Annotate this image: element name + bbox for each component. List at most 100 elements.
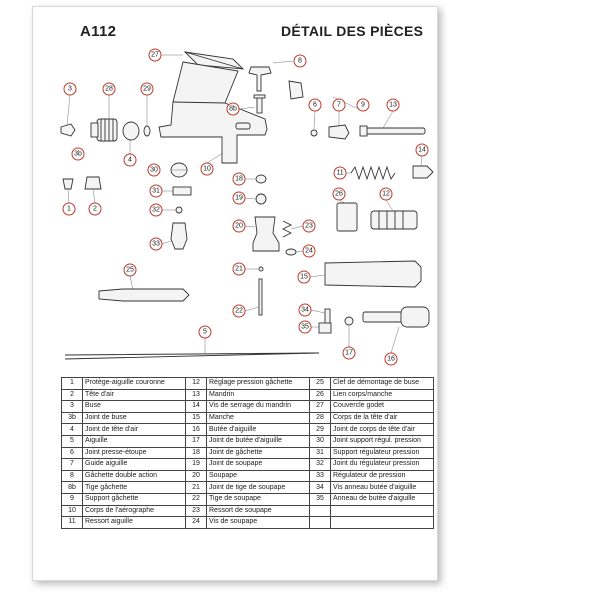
legend-part-number: 21 <box>185 481 207 494</box>
legend-part-number: 7 <box>61 458 83 471</box>
callout-label: 23 <box>305 223 313 230</box>
legend-part-number <box>309 516 331 529</box>
callout-3b: 3b <box>71 147 85 161</box>
legend-part-number: 17 <box>185 434 207 448</box>
legend-part-name: Buse <box>82 400 186 413</box>
legend-part-number: 2 <box>61 388 83 402</box>
legend-part-number: 13 <box>185 388 207 402</box>
callout-circle <box>379 187 393 201</box>
part-body-handle-link <box>336 202 358 232</box>
legend-part-name: Joint du régulateur pression <box>330 458 434 471</box>
callout-22: 22 <box>232 304 246 318</box>
callout-circle <box>88 202 102 216</box>
callout-circle <box>232 191 246 205</box>
callout-label: 21 <box>235 266 243 273</box>
legend-part-name: Corps de l'aérographe <box>82 504 186 518</box>
callout-34: 34 <box>298 303 312 317</box>
callout-circle <box>415 143 429 157</box>
callout-label: 9 <box>361 102 365 109</box>
part-valve-rod <box>258 278 263 316</box>
callout-4: 4 <box>123 153 137 167</box>
callout-label: 13 <box>389 102 397 109</box>
callout-18: 18 <box>232 172 246 186</box>
callout-23: 23 <box>302 219 316 233</box>
callout-21: 21 <box>232 262 246 276</box>
callout-3: 3 <box>63 82 77 96</box>
part-chuck-screw <box>412 165 434 179</box>
legend-part-number: 9 <box>61 492 83 506</box>
legend-part-name: Support gâchette <box>82 492 186 506</box>
callout-label: 25 <box>126 267 134 274</box>
callout-circle <box>297 270 311 284</box>
legend-part-number: 23 <box>185 504 207 518</box>
callout-label: 32 <box>152 207 160 214</box>
legend-part-number: 32 <box>309 458 331 471</box>
part-valve <box>252 216 280 252</box>
part-air-head-body-seal <box>143 125 151 137</box>
part-airbrush-body <box>158 61 268 164</box>
callout-label: 1 <box>67 206 71 213</box>
callout-label: 6 <box>313 102 317 109</box>
part-valve-spring <box>281 220 293 238</box>
legend-part-number: 10 <box>61 504 83 518</box>
callout-circle <box>232 172 246 186</box>
callout-26: 26 <box>332 187 346 201</box>
part-valve-seal <box>255 193 267 205</box>
legend-part-number: 24 <box>185 516 207 529</box>
legend-part-name <box>330 516 434 529</box>
callout-label: 18 <box>235 176 243 183</box>
legend-part-number: 5 <box>61 434 83 448</box>
callout-2: 2 <box>88 202 102 216</box>
callout-circle <box>384 352 398 366</box>
callout-label: 3b <box>74 151 82 158</box>
callout-circle <box>342 346 356 360</box>
legend-part-name: Tige gâchette <box>82 481 186 494</box>
legend-part-number: 16 <box>185 423 207 436</box>
legend-part-number: 22 <box>185 492 207 506</box>
callout-label: 31 <box>152 188 160 195</box>
exploded-parts-diagram: 27 8 3 28 29 8b 6 7 9 13 3b 4 10 30 18 1… <box>60 48 434 366</box>
callout-27: 27 <box>148 48 162 62</box>
callout-circle <box>102 82 116 96</box>
legend-part-name: Ressort aiguille <box>82 516 186 529</box>
callout-8: 8 <box>293 54 307 68</box>
part-chuck <box>359 125 426 137</box>
legend-part-number: 28 <box>309 411 331 425</box>
callout-33: 33 <box>149 237 163 251</box>
legend-part-name: Joint de soupape <box>206 458 310 471</box>
callout-label: 17 <box>345 350 353 357</box>
legend-part-name: Guide aiguille <box>82 458 186 471</box>
parts-sheet: A112 DÉTAIL DES PIÈCES <box>32 6 438 581</box>
callout-circle <box>386 98 400 112</box>
legend-part-name: Joint de buse <box>82 411 186 425</box>
part-pressure-regulator <box>170 222 188 250</box>
callout-label: 8 <box>298 58 302 65</box>
leader-lines <box>66 54 423 354</box>
callout-circle <box>71 147 85 161</box>
callout-circle <box>123 153 137 167</box>
legend-part-name: Joint de tête d'air <box>82 423 186 436</box>
legend-part-name: Régulateur de pression <box>330 469 434 483</box>
callout-10: 10 <box>200 162 214 176</box>
callout-circle <box>232 304 246 318</box>
callout-label: 15 <box>300 274 308 281</box>
callout-5: 5 <box>198 325 212 339</box>
callout-circle <box>200 162 214 176</box>
legend-part-name: Réglage pression gâchette <box>206 377 310 390</box>
legend-part-name: Joint presse-étoupe <box>82 446 186 460</box>
legend-part-number: 18 <box>185 446 207 460</box>
legend-part-number: 12 <box>185 377 207 390</box>
callout-label: 11 <box>336 170 343 177</box>
callout-label: 7 <box>337 102 341 109</box>
callout-label: 35 <box>301 324 309 331</box>
legend-part-name: Protège-aiguille couronne <box>82 377 186 390</box>
legend-part-number: 27 <box>309 400 331 413</box>
legend-part-number: 31 <box>309 446 331 460</box>
legend-part-number: 3 <box>61 400 83 413</box>
callout-29: 29 <box>140 82 154 96</box>
